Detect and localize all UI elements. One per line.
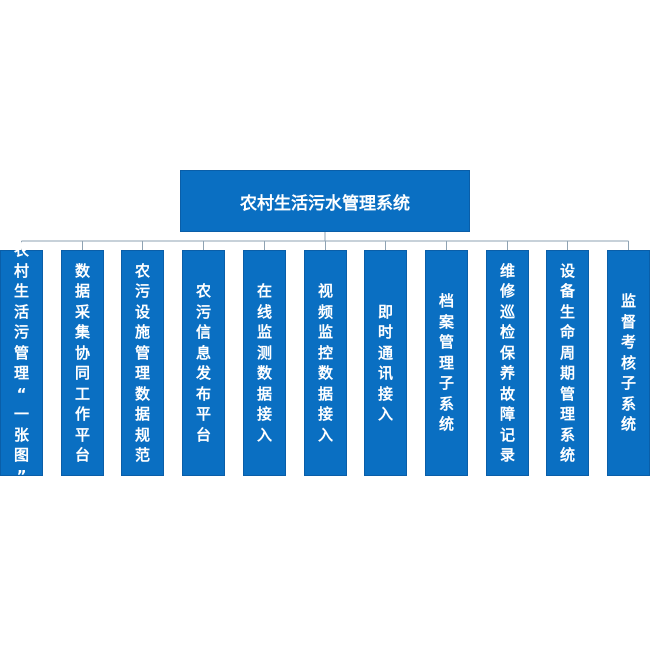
child-node-label: 视频监控数据接入	[317, 282, 333, 444]
root-node: 农村生活污水管理系统	[180, 170, 470, 232]
child-node: 档案管理子系统	[425, 250, 468, 476]
child-node: 即时通讯接入	[364, 250, 407, 476]
child-node-label: 即时通讯接入	[377, 302, 393, 424]
child-node-label: 监督考核子系统	[620, 292, 636, 434]
child-node: 设备生命周期管理系统	[546, 250, 589, 476]
child-node-label: 农污设施管理数据规范	[134, 261, 150, 465]
child-node-label: 数据采集协同工作平台	[74, 261, 90, 465]
child-node: 监督考核子系统	[607, 250, 650, 476]
child-node-label: 农村生活污管理“一张图”	[13, 241, 29, 485]
child-node-label: 档案管理子系统	[438, 292, 454, 434]
child-node: 数据采集协同工作平台	[61, 250, 104, 476]
child-node-label: 设备生命周期管理系统	[559, 261, 575, 465]
child-node: 维修巡检保养故障记录	[486, 250, 529, 476]
child-node: 农村生活污管理“一张图”	[0, 241, 43, 485]
child-node-label: 农污信息发布平台	[195, 282, 211, 444]
root-node-label: 农村生活污水管理系统	[240, 193, 410, 214]
child-node-label: 在线监测数据接入	[256, 282, 272, 444]
child-node-label: 维修巡检保养故障记录	[499, 261, 515, 465]
child-node: 视频监控数据接入	[304, 250, 347, 476]
child-node: 在线监测数据接入	[243, 250, 286, 476]
child-node: 农污设施管理数据规范	[121, 250, 164, 476]
child-node: 农污信息发布平台	[182, 250, 225, 476]
